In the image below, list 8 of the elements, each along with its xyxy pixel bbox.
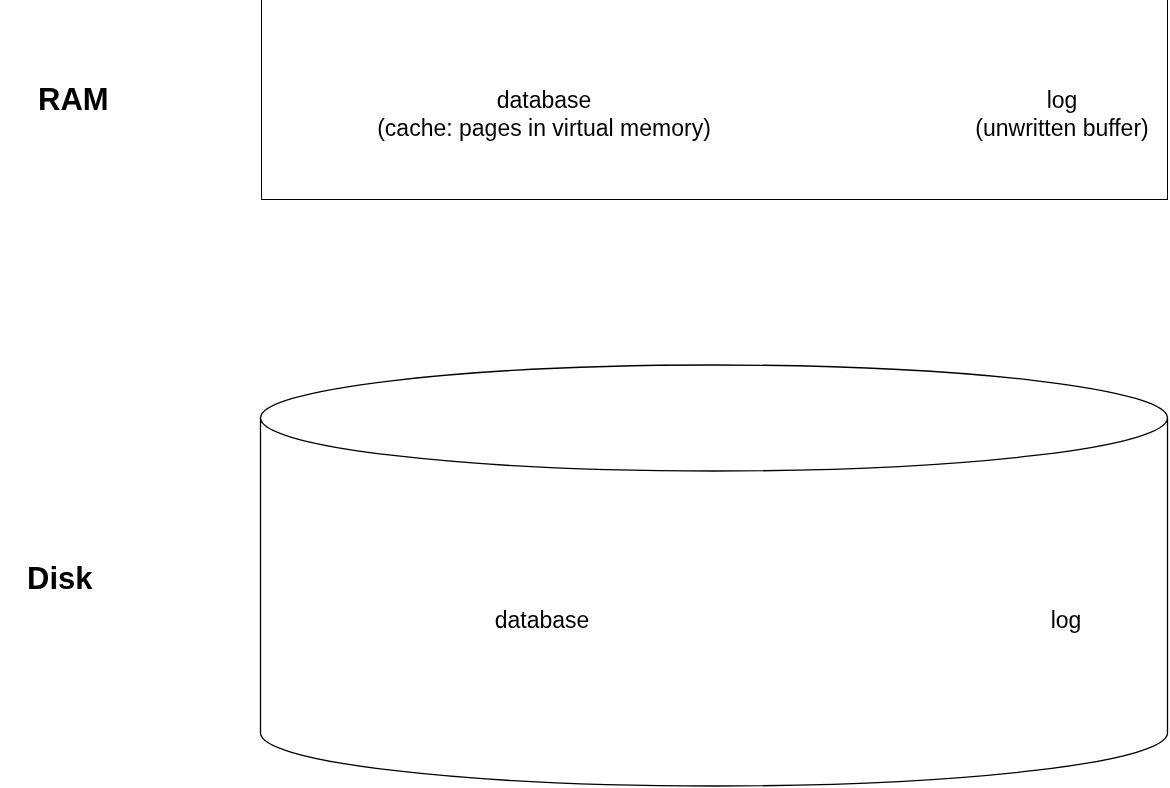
node-text: database — [493, 606, 591, 634]
disk-cylinder — [260, 365, 1168, 786]
memory-box — [261, 0, 1168, 200]
node-text: database (cache: pages in virtual memory) — [376, 86, 712, 142]
node-text: log — [1049, 606, 1083, 634]
tier-label: RAM — [38, 82, 109, 118]
tier-label: Disk — [27, 561, 93, 597]
node-text: log (unwritten buffer) — [974, 86, 1150, 142]
